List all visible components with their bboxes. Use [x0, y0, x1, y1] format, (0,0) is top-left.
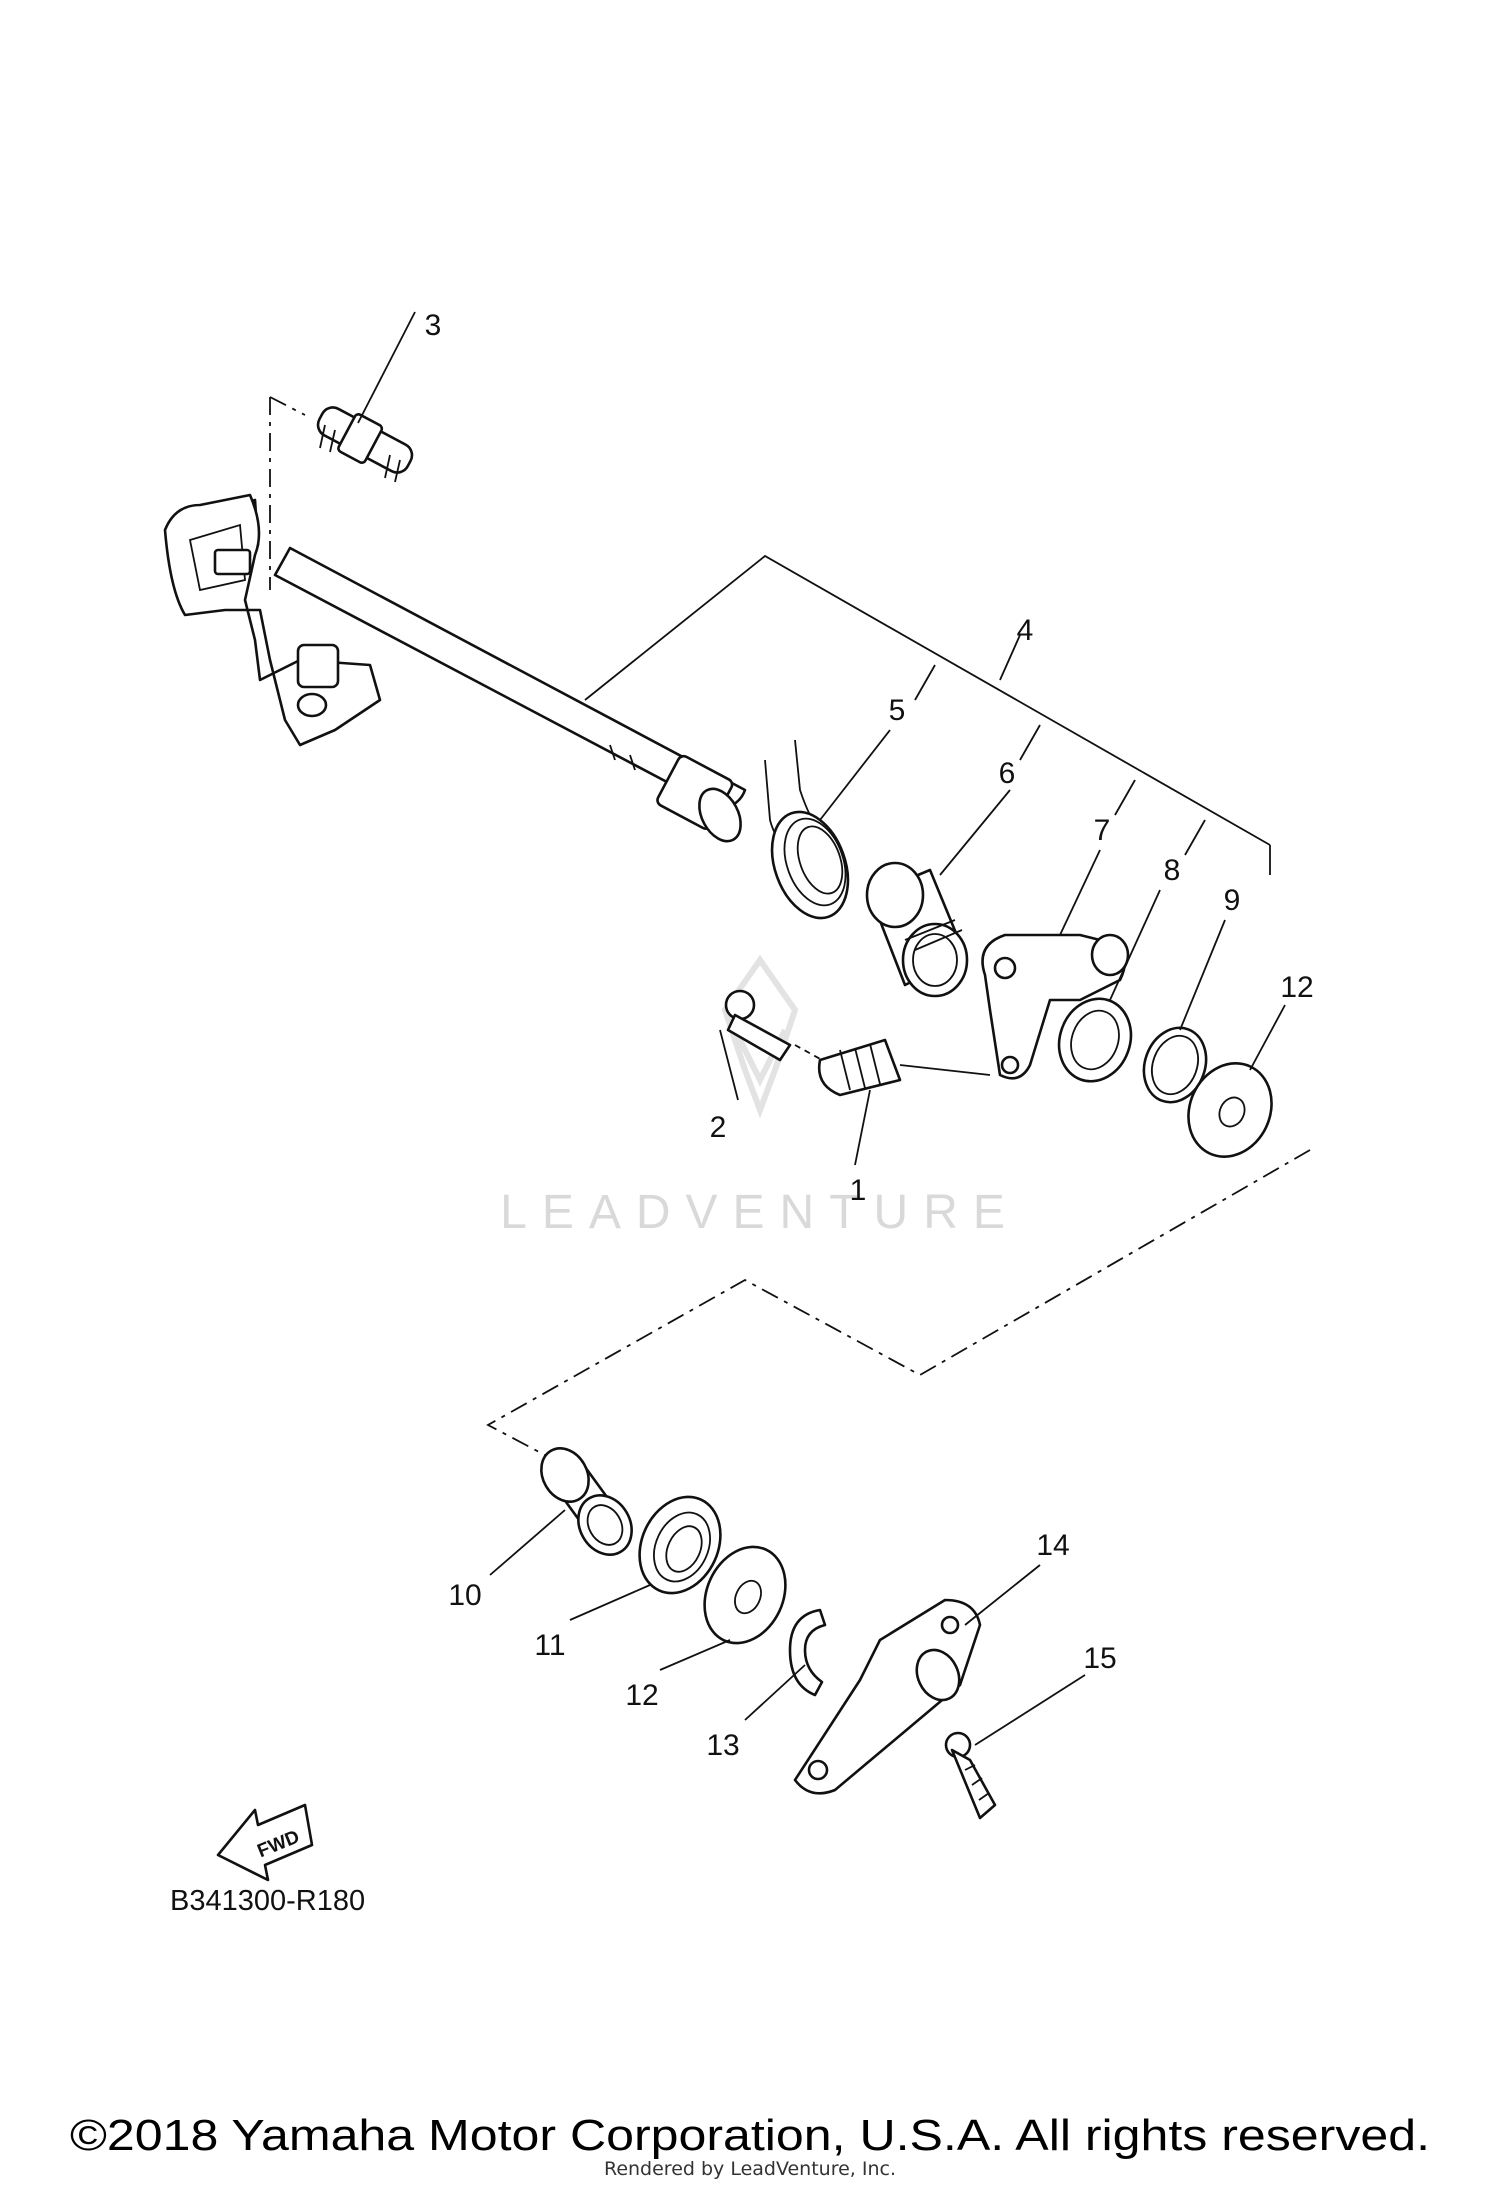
diagram-code: B341300-R180 [170, 1885, 365, 1917]
part-12-washer-lower [703, 1545, 787, 1645]
part-6-collar [865, 861, 969, 998]
part-1-spring [817, 1038, 991, 1097]
part-2-bolt [724, 989, 841, 1071]
part-3-stud-bolt [316, 406, 414, 483]
part-7-lever-plate [981, 933, 1130, 1080]
part-12-washer-upper [1187, 1062, 1273, 1158]
copyright-notice: ©2018 Yamaha Motor Corporation, U.S.A. A… [70, 2111, 1430, 2160]
bracket-tick-6 [1019, 724, 1041, 761]
leader-13 [744, 1664, 806, 1721]
forward-arrow-icon: FWD [216, 1803, 314, 1882]
callout-12-upper: 12 [1280, 971, 1313, 1004]
callout-1: 1 [850, 1174, 867, 1207]
callout-7: 7 [1094, 814, 1111, 847]
leader-6 [939, 789, 1011, 876]
leader-15 [974, 1674, 1086, 1746]
leader-9 [1179, 919, 1226, 1031]
leader-12-lower [659, 1639, 731, 1671]
callout-13: 13 [706, 1729, 739, 1762]
part-10-needle-bearing [540, 1447, 633, 1556]
callout-11: 11 [534, 1629, 565, 1662]
leader-8 [1109, 889, 1161, 1001]
callout-15: 15 [1083, 1642, 1116, 1675]
leader-2 [719, 1029, 739, 1101]
part-15-bolt [944, 1731, 997, 1820]
watermark-text: LEADVENTURE [500, 1186, 1020, 1239]
callout-3: 3 [425, 309, 442, 342]
part-11-oil-seal [638, 1495, 722, 1595]
leader-5 [819, 729, 891, 821]
leadventure-watermark: LEADVENTURE [500, 954, 1020, 1239]
callout-12-lower: 12 [625, 1679, 658, 1712]
callout-4: 4 [1017, 614, 1034, 647]
leader-10 [489, 1509, 566, 1576]
assembly-line-lower [486, 1149, 1311, 1464]
callout-6: 6 [999, 757, 1016, 790]
callout-9: 9 [1224, 884, 1241, 917]
callout-8: 8 [1164, 854, 1181, 887]
bracket-tick-7 [1114, 779, 1136, 816]
group-4-bracket [584, 554, 1271, 846]
bracket-tick-5 [914, 664, 936, 701]
assembly-line-stud-top [269, 396, 306, 416]
bracket-tick-8 [1184, 819, 1206, 856]
callout-10: 10 [448, 1579, 481, 1612]
rendered-by-credit: Rendered by LeadVenture, Inc. [604, 2158, 896, 2180]
part-8-washer [1057, 997, 1133, 1083]
leader-7 [1059, 849, 1101, 936]
shift-shaft-assembly [163, 493, 747, 843]
callout-5: 5 [889, 694, 906, 727]
callout-14: 14 [1036, 1529, 1069, 1562]
part-9-circlip [1142, 1026, 1208, 1104]
leader-11 [569, 1584, 651, 1621]
leader-3 [357, 311, 416, 424]
part-14-shift-arm [793, 1598, 982, 1795]
leader-1 [854, 1089, 871, 1166]
part-5-torsion-spring [764, 739, 850, 920]
leader-4 [999, 634, 1021, 681]
part-13-e-clip [788, 1608, 827, 1697]
callout-2: 2 [710, 1111, 727, 1144]
leader-14 [964, 1564, 1041, 1626]
leader-12-upper [1249, 1004, 1286, 1071]
